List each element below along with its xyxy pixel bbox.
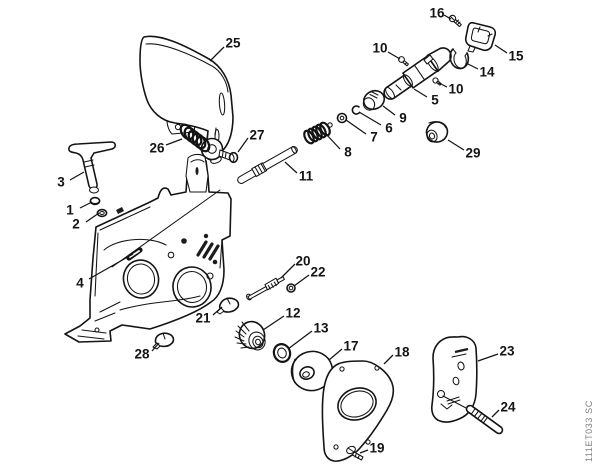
part-number-label: 3 [57,175,65,190]
leader-line [383,354,394,365]
leader-line [438,82,448,88]
knurled-cap-drawing [234,320,266,351]
stud-24-drawing [465,404,504,435]
leader-line [443,14,452,20]
nut-22-drawing [286,283,296,293]
pump-body-drawing [383,47,452,100]
part-number-label: 18 [394,345,410,360]
figure-code: 111ET033 SC [584,400,594,462]
leader-line [382,105,396,116]
leader-line [387,51,401,60]
leader-line [447,139,465,151]
cover-15-drawing [464,21,497,53]
part-number-label: 2 [72,217,80,232]
leader-line [280,263,296,279]
pump-spring-drawing [303,121,333,145]
leader-line [494,44,508,54]
part-number-label: 21 [195,311,211,326]
leader-line [69,171,85,181]
plug-1-drawing [89,196,101,206]
leader-line [345,119,367,135]
part-number-label: 26 [149,141,165,156]
part-number-label: 13 [313,321,329,336]
ring-13-drawing [272,343,292,363]
leader-line [212,306,223,316]
washer-disc-drawing [290,350,334,392]
leader-line [209,46,225,62]
part-number-label: 15 [508,49,524,64]
gasket-plate-drawing [321,360,395,462]
leader-line [358,111,382,126]
part-number-label: 28 [134,347,150,362]
part-number-label: 6 [385,121,393,136]
leader-line [85,212,100,223]
clip-6-drawing [351,105,361,115]
part-number-label: 11 [299,169,314,184]
part-number-label: 5 [431,93,439,108]
bushing-29-drawing [425,121,449,143]
part-number-label: 9 [399,111,407,126]
part-number-label: 10 [448,82,463,97]
crankcase-drawing [64,153,232,343]
tension-plate-drawing [431,335,478,423]
snap-ring-drawing [449,48,470,70]
leader-line [328,348,343,361]
part-number-label: 20 [295,254,310,269]
part-number-label: 29 [465,146,480,161]
part-number-label: 24 [500,400,516,415]
leader-line [465,62,479,70]
screw-19-drawing [346,445,364,461]
leader-line [293,274,310,287]
part-number-label: 4 [76,276,84,291]
leader-line [491,409,500,418]
cap-21-drawing [216,297,240,315]
part-number-label: 12 [285,306,300,321]
part-number-label: 16 [429,6,445,21]
part-number-label: 23 [499,344,515,359]
leader-line [477,353,499,362]
part-number-label: 14 [479,65,495,80]
leader-lines [69,14,508,454]
leader-line [359,449,369,454]
part-number-label: 22 [310,265,325,280]
washer-2-drawing [96,208,108,218]
part-number-label: 17 [343,339,358,354]
washer-7-drawing [336,112,348,124]
part-number-label: 7 [370,130,378,145]
part-number-label: 10 [372,41,387,56]
part-number-label: 1 [66,203,74,218]
leader-line [284,161,298,174]
lever-drawing [68,141,117,194]
screw-16-drawing [448,14,462,28]
pivot-spring-drawing [179,123,211,153]
leader-line [325,133,341,150]
brake-rod-drawing [237,146,298,184]
screw-10a-drawing [398,56,409,67]
leader-line [413,88,428,98]
worm-shaft-drawing [246,276,285,301]
leader-line [237,137,249,153]
leader-line [287,330,313,350]
part-number-label: 27 [249,128,264,143]
bushing-9-drawing [362,89,386,111]
leader-line [165,138,183,146]
leader-line [262,315,285,331]
part-number-label: 25 [225,36,241,51]
pivot-screw-drawing [218,149,239,164]
leader-line [79,201,93,209]
leader-line [151,342,160,352]
leader-line [88,253,134,280]
part-number-label: 8 [344,145,352,160]
part-number-label: 19 [369,441,384,456]
